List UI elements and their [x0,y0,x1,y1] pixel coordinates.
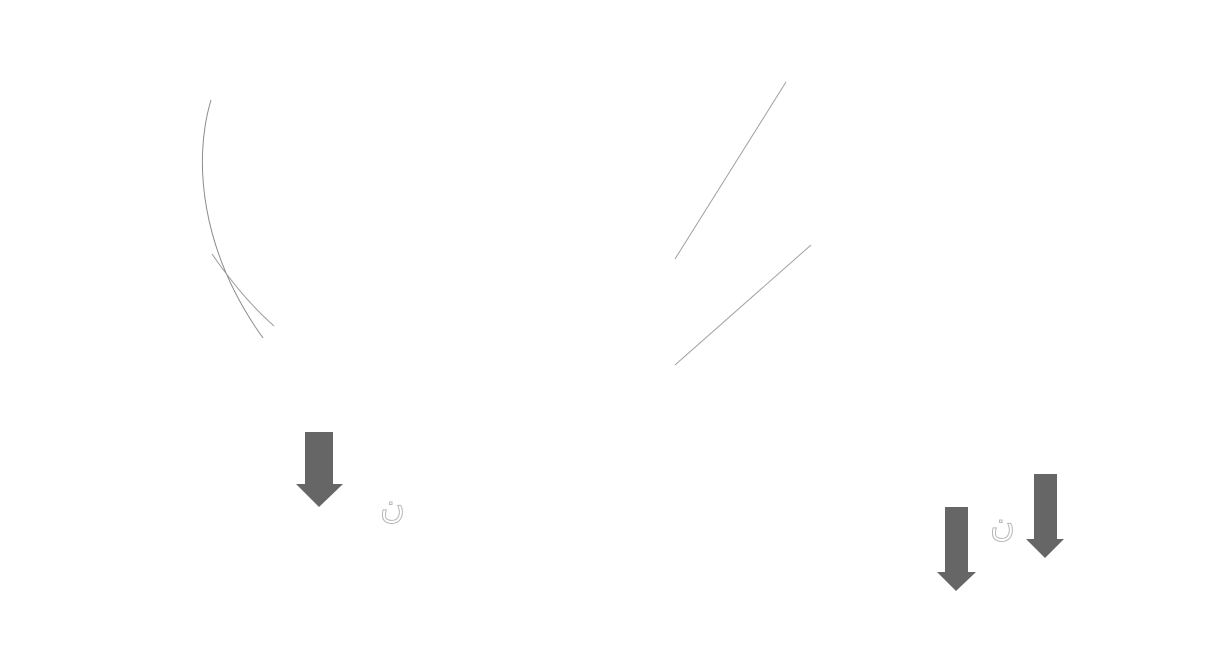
curved-stroke [201,99,264,339]
arrow-down-icon [1026,474,1064,558]
arrow-down-icon [937,507,976,591]
diagonal-stroke-upper [674,81,787,260]
arabic-glyph: ن [990,505,1016,545]
arrow-down-icon [296,432,343,507]
arabic-glyph: ن [380,487,406,527]
diagonal-stroke-lower [674,244,812,366]
short-stroke [211,253,275,327]
